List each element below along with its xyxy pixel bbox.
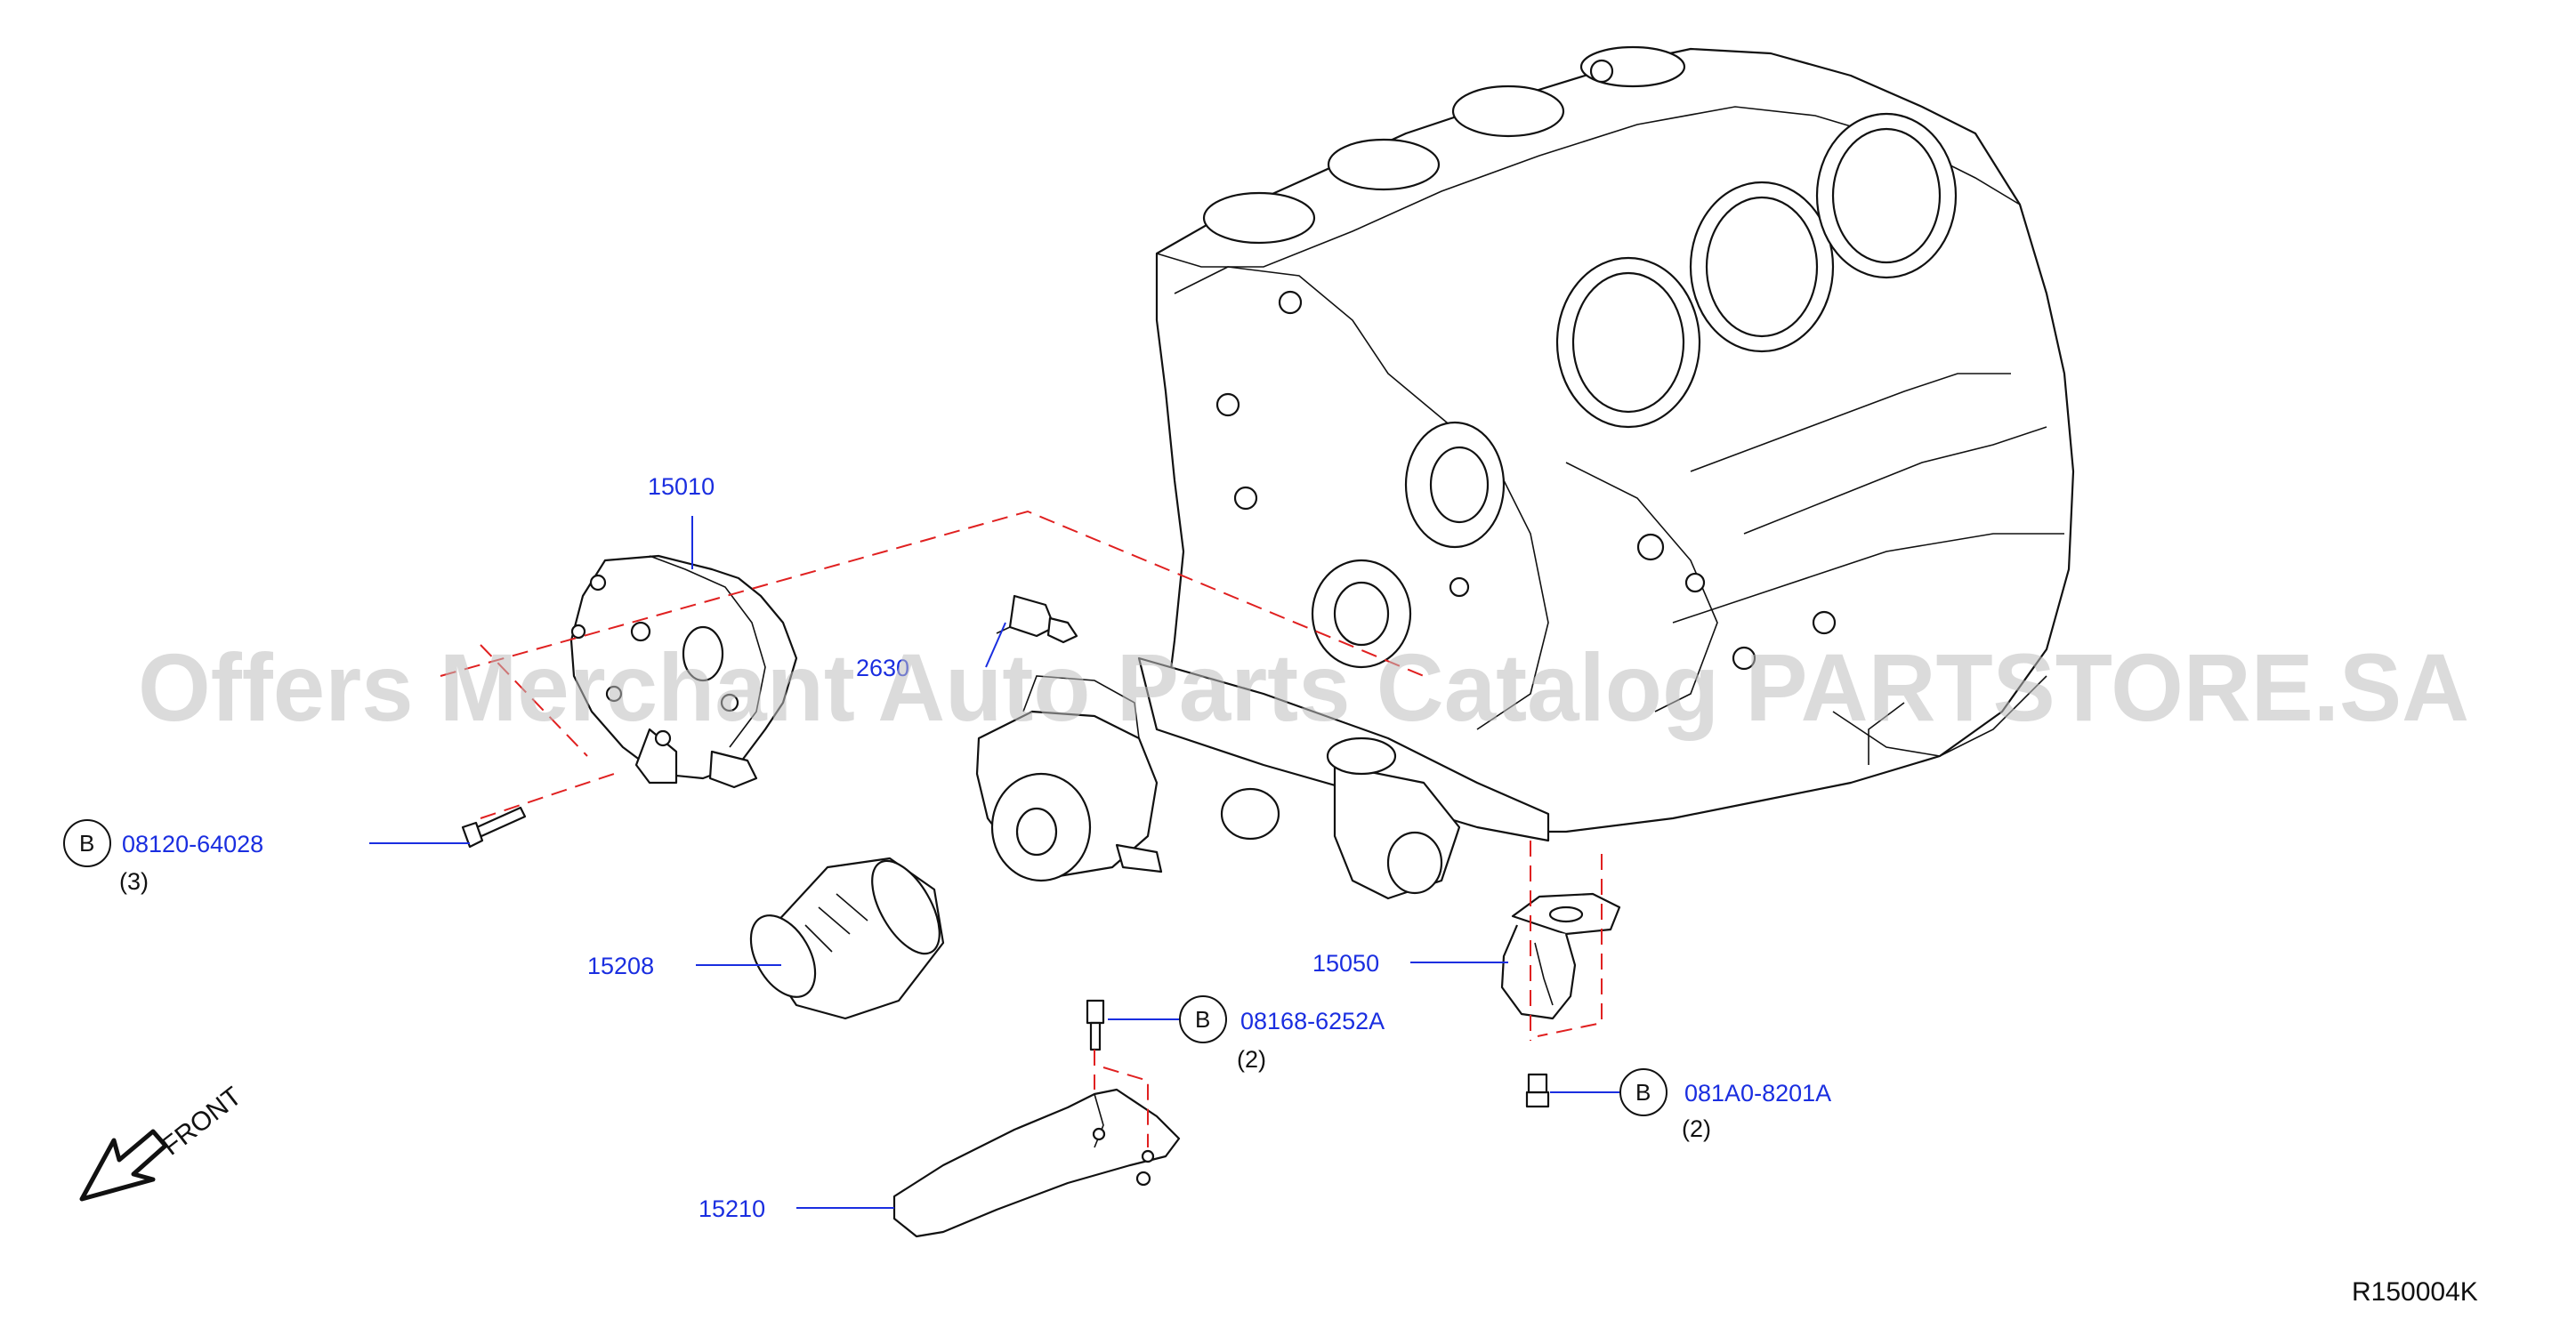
leader-lines [369, 516, 1619, 1209]
oil-pressure-sensor[interactable] [996, 594, 1078, 644]
oil-filter-bracket [975, 675, 1163, 882]
callout-2630[interactable]: 2630 [856, 655, 909, 681]
callout-15050[interactable]: 15050 [1312, 950, 1379, 977]
strainer-bolt[interactable] [1525, 1073, 1550, 1108]
assembly-guides [440, 510, 1603, 1147]
callout-08168-6252A[interactable]: B 08168-6252A [1179, 995, 1385, 1043]
bolt-symbol-circle [63, 819, 111, 867]
oil-pump[interactable] [569, 554, 798, 789]
engine-block [1137, 45, 2075, 900]
baffle-bolt[interactable] [1086, 999, 1105, 1051]
bolt-symbol-circle [1179, 995, 1227, 1043]
front-label: FRONT [157, 1082, 247, 1162]
callout-15210[interactable]: 15210 [699, 1195, 765, 1222]
part-number: 08120-64028 [122, 831, 263, 857]
watermark: Offers Merchant Auto Parts Catalog PARTS… [138, 633, 2469, 741]
baffle-plate[interactable] [892, 1088, 1181, 1238]
oil-filter[interactable] [738, 850, 953, 1020]
callout-15208[interactable]: 15208 [587, 953, 654, 979]
callout-08120-64028[interactable]: B 08120-64028 [63, 819, 263, 867]
bolt-symbol-letter: B [1635, 1079, 1651, 1106]
qty-08168-6252A: (2) [1237, 1046, 1266, 1073]
part-number: 081A0-8201A [1684, 1080, 1831, 1107]
part-number: 08168-6252A [1240, 1008, 1385, 1034]
front-arrow-icon [79, 1129, 168, 1202]
oil-strainer[interactable] [1500, 892, 1621, 1020]
callout-081A0-8201A[interactable]: B 081A0-8201A [1619, 1068, 1831, 1116]
bolt-symbol-letter: B [79, 830, 94, 857]
qty-081A0-8201A: (2) [1682, 1115, 1711, 1142]
diagram-reference-code: R150004K [2352, 1277, 2478, 1307]
qty-08120-64028: (3) [119, 868, 149, 895]
front-direction-indicator: FRONT [79, 1082, 247, 1202]
bolt-symbol-circle [1619, 1068, 1668, 1116]
bolt-symbol-letter: B [1195, 1006, 1210, 1033]
callout-15010[interactable]: 15010 [648, 473, 715, 500]
pump-bolt[interactable] [461, 806, 527, 849]
